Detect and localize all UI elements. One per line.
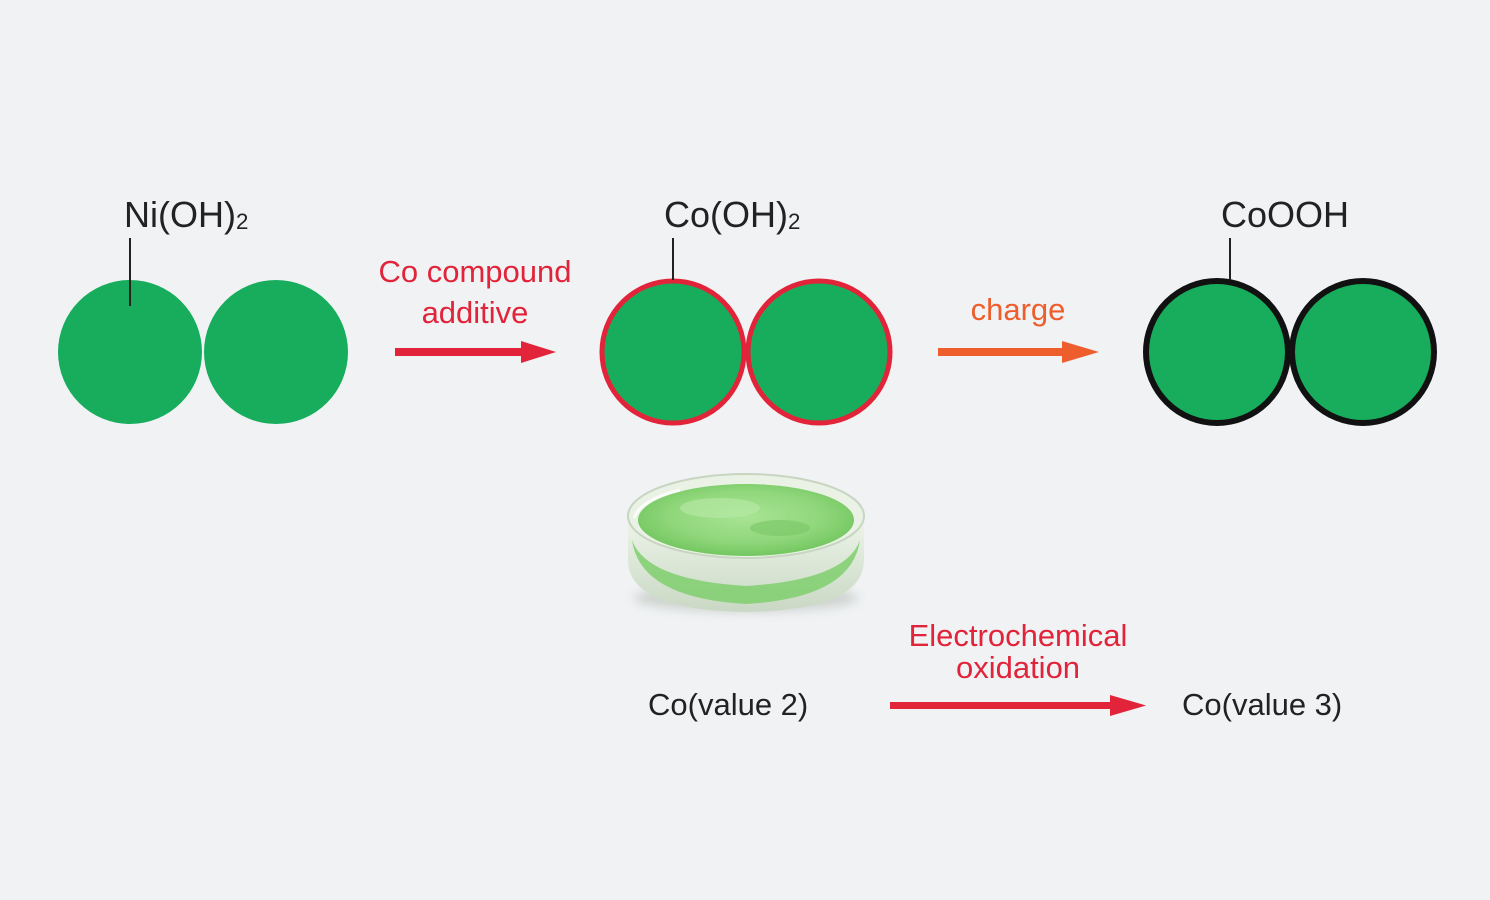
- green-powder-dish-icon: [627, 473, 865, 612]
- nioh2-particles: [58, 238, 348, 424]
- coooh-label: CoOOH: [1221, 194, 1350, 235]
- coooh-particles: [1143, 238, 1437, 426]
- nioh2-particle-right: [204, 280, 348, 424]
- additive-arrow-icon: [395, 341, 556, 363]
- electrochemical-oxidation-label: Electrochemical oxidation: [908, 618, 1128, 685]
- co-compound-additive-label: Co compound additive: [378, 254, 572, 330]
- coooh-particle-left: [1143, 278, 1291, 426]
- nioh2-particle-left: [58, 280, 202, 424]
- charge-label: charge: [970, 292, 1066, 327]
- cooh2-particle-left: [599, 278, 747, 426]
- cooh2-particles: [599, 238, 893, 426]
- oxidation-arrow-icon: [890, 695, 1146, 716]
- co-value-3-label: Co(value 3): [1182, 687, 1343, 722]
- nioh2-label: Ni(OH)2: [124, 194, 249, 235]
- cooh2-label: Co(OH)2: [664, 194, 801, 235]
- co-value-2-label: Co(value 2): [648, 687, 809, 722]
- charge-arrow-icon: [938, 341, 1099, 363]
- coooh-particle-right: [1289, 278, 1437, 426]
- cooh2-particle-right: [745, 278, 893, 426]
